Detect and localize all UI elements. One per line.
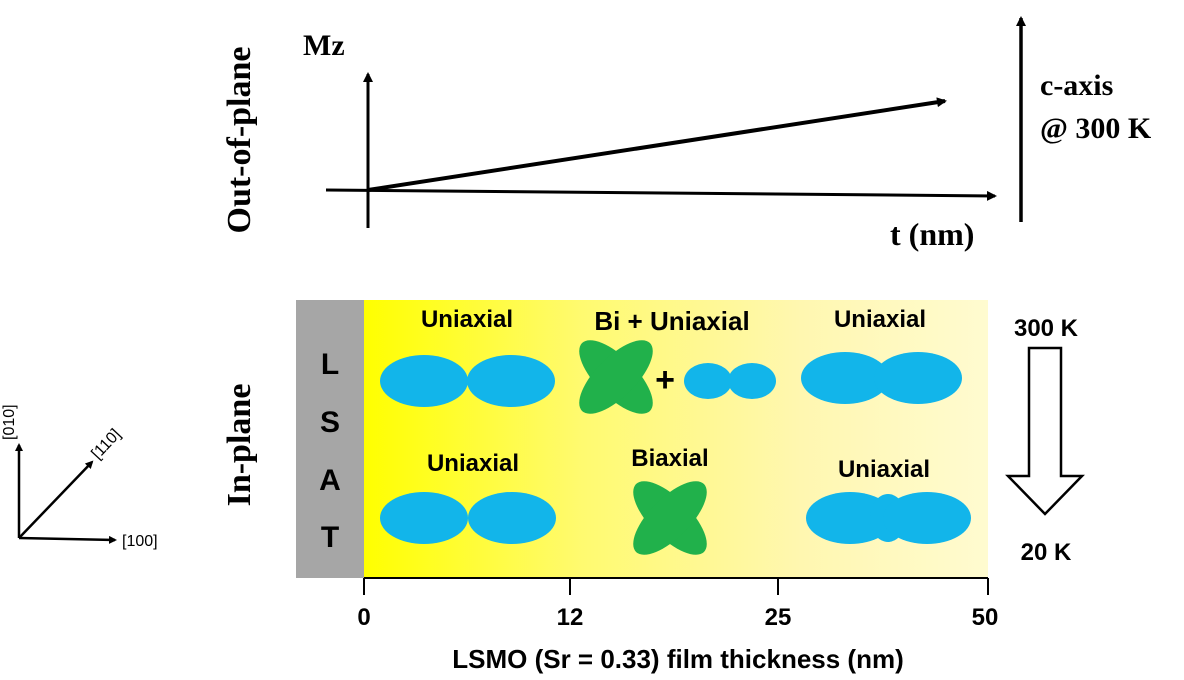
cooling-arrow [1005, 346, 1085, 516]
axis-110-label: [110] [88, 426, 124, 463]
thickness-axis-title: LSMO (Sr = 0.33) film thickness (nm) [452, 644, 904, 674]
substrate-letter-s: S [320, 406, 340, 439]
biaxial-clover-300k [579, 340, 653, 414]
label-uniaxial-1-300k: Uniaxial [421, 306, 513, 333]
plus-sign: + [655, 361, 675, 399]
uniaxial-lobes-3-20k [806, 492, 971, 544]
uniaxial-lobes-1-300k [380, 355, 555, 407]
substrate-letter-l: L [321, 348, 339, 381]
in-plane-label: In-plane [221, 384, 258, 507]
c-axis-temp-label: @ 300 K [1040, 112, 1152, 145]
axis-100-label: [100] [122, 533, 158, 550]
out-of-plane-label: Out-of-plane [221, 47, 258, 234]
t-axis-label: t (nm) [890, 216, 974, 252]
axis-010-label: [010] [1, 404, 18, 440]
substrate-letter-a: A [319, 464, 341, 497]
mz-axis-label: Mz [303, 29, 345, 62]
axis-100-arrow [18, 535, 117, 544]
tick-label-12: 12 [557, 604, 584, 631]
tick-label-25: 25 [765, 604, 792, 631]
uniaxial-lobes-small-300k [684, 363, 776, 399]
label-bi-uniaxial-300k: Bi + Uniaxial [594, 306, 749, 336]
label-uniaxial-3-300k: Uniaxial [834, 306, 926, 333]
uniaxial-lobes-1-20k [380, 492, 556, 544]
label-uniaxial-1-20k: Uniaxial [427, 450, 519, 477]
label-biaxial-20k: Biaxial [631, 445, 708, 472]
crystal-axes-legend: [010] [110] [100] [1, 404, 158, 550]
label-uniaxial-3-20k: Uniaxial [838, 456, 930, 483]
temp-20k-label: 20 K [1021, 539, 1072, 566]
substrate-letter-t: T [321, 521, 339, 554]
tick-label-0: 0 [357, 604, 370, 631]
biaxial-clover-20k [633, 481, 707, 555]
c-axis-label: c-axis [1040, 69, 1113, 102]
lsat-substrate [296, 300, 364, 578]
uniaxial-lobes-3-300k [801, 352, 962, 404]
mz-trend-arrow [367, 97, 947, 192]
t-axis-arrow [325, 188, 997, 201]
axis-110-arrow [18, 460, 94, 539]
tick-label-50: 50 [972, 604, 999, 631]
temp-300k-label: 300 K [1014, 315, 1079, 342]
